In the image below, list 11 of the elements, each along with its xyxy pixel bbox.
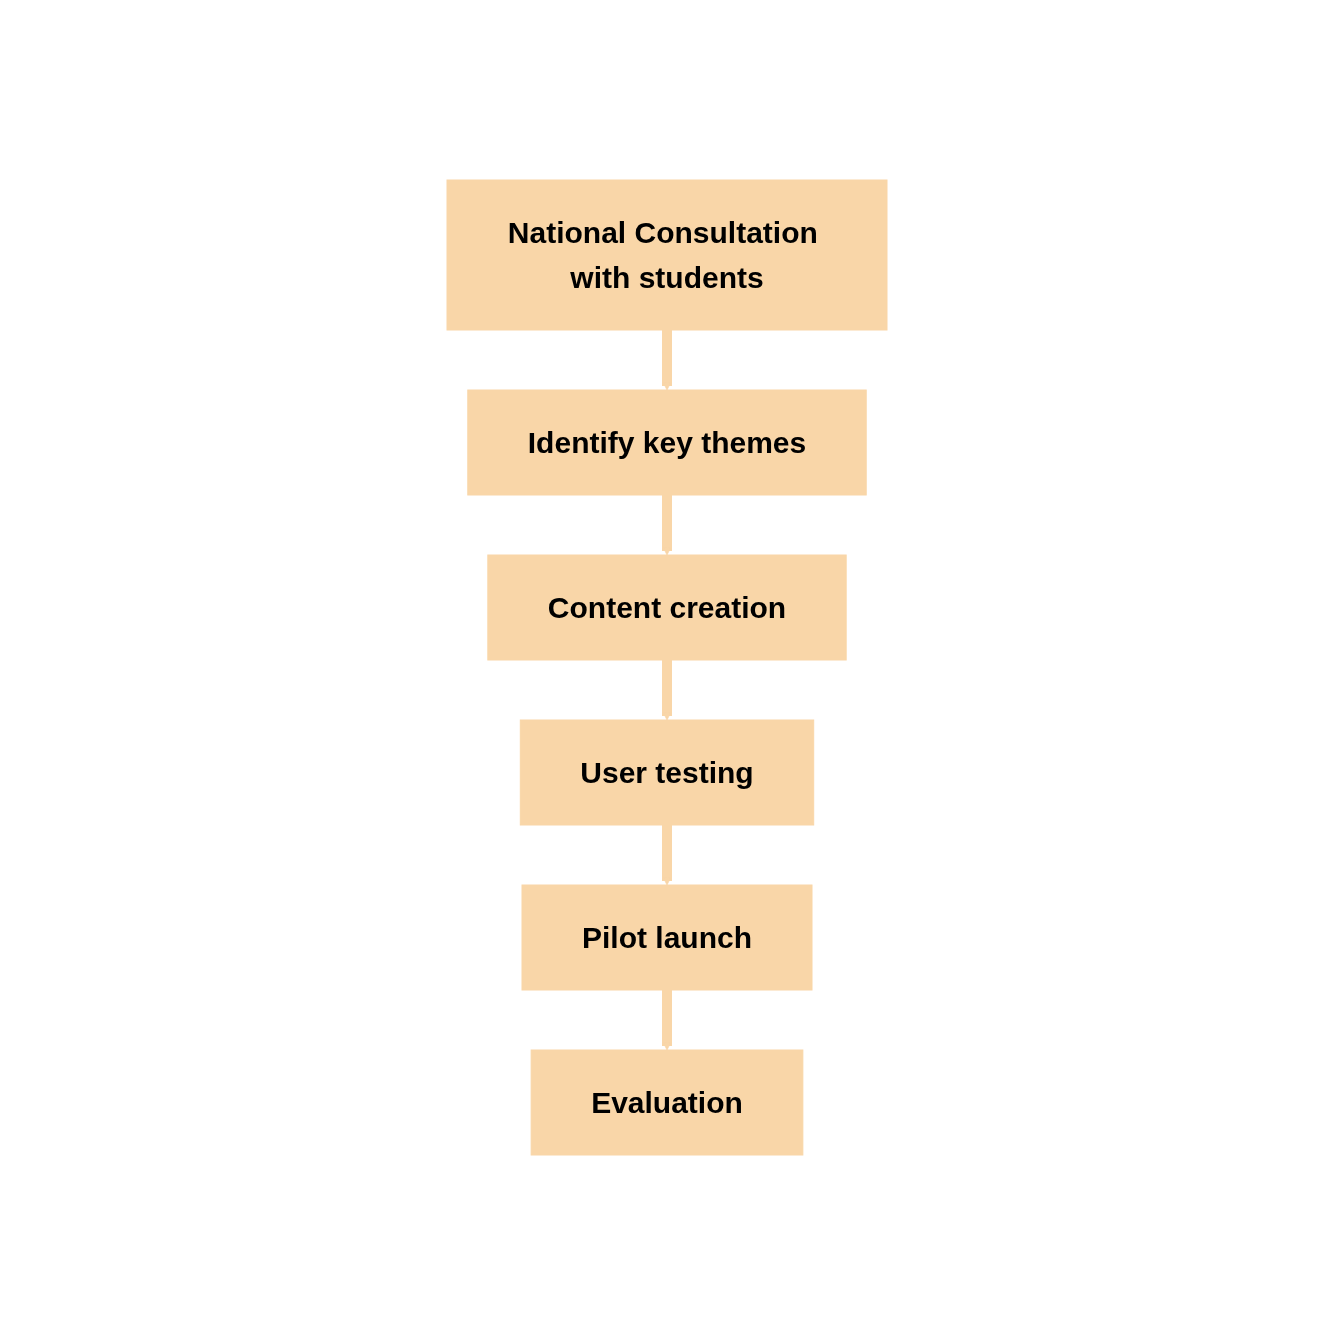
arrow <box>662 330 672 391</box>
arrow <box>662 660 672 721</box>
node-box: Pilot launch <box>521 884 813 991</box>
node-box: National Consultation with students <box>446 179 888 331</box>
node-box: Content creation <box>487 554 847 661</box>
arrow <box>662 990 672 1051</box>
node-box: Identify key themes <box>467 389 867 496</box>
node-box: User testing <box>519 719 815 826</box>
arrow <box>662 825 672 886</box>
node-box: Evaluation <box>530 1049 804 1156</box>
arrow <box>662 495 672 556</box>
